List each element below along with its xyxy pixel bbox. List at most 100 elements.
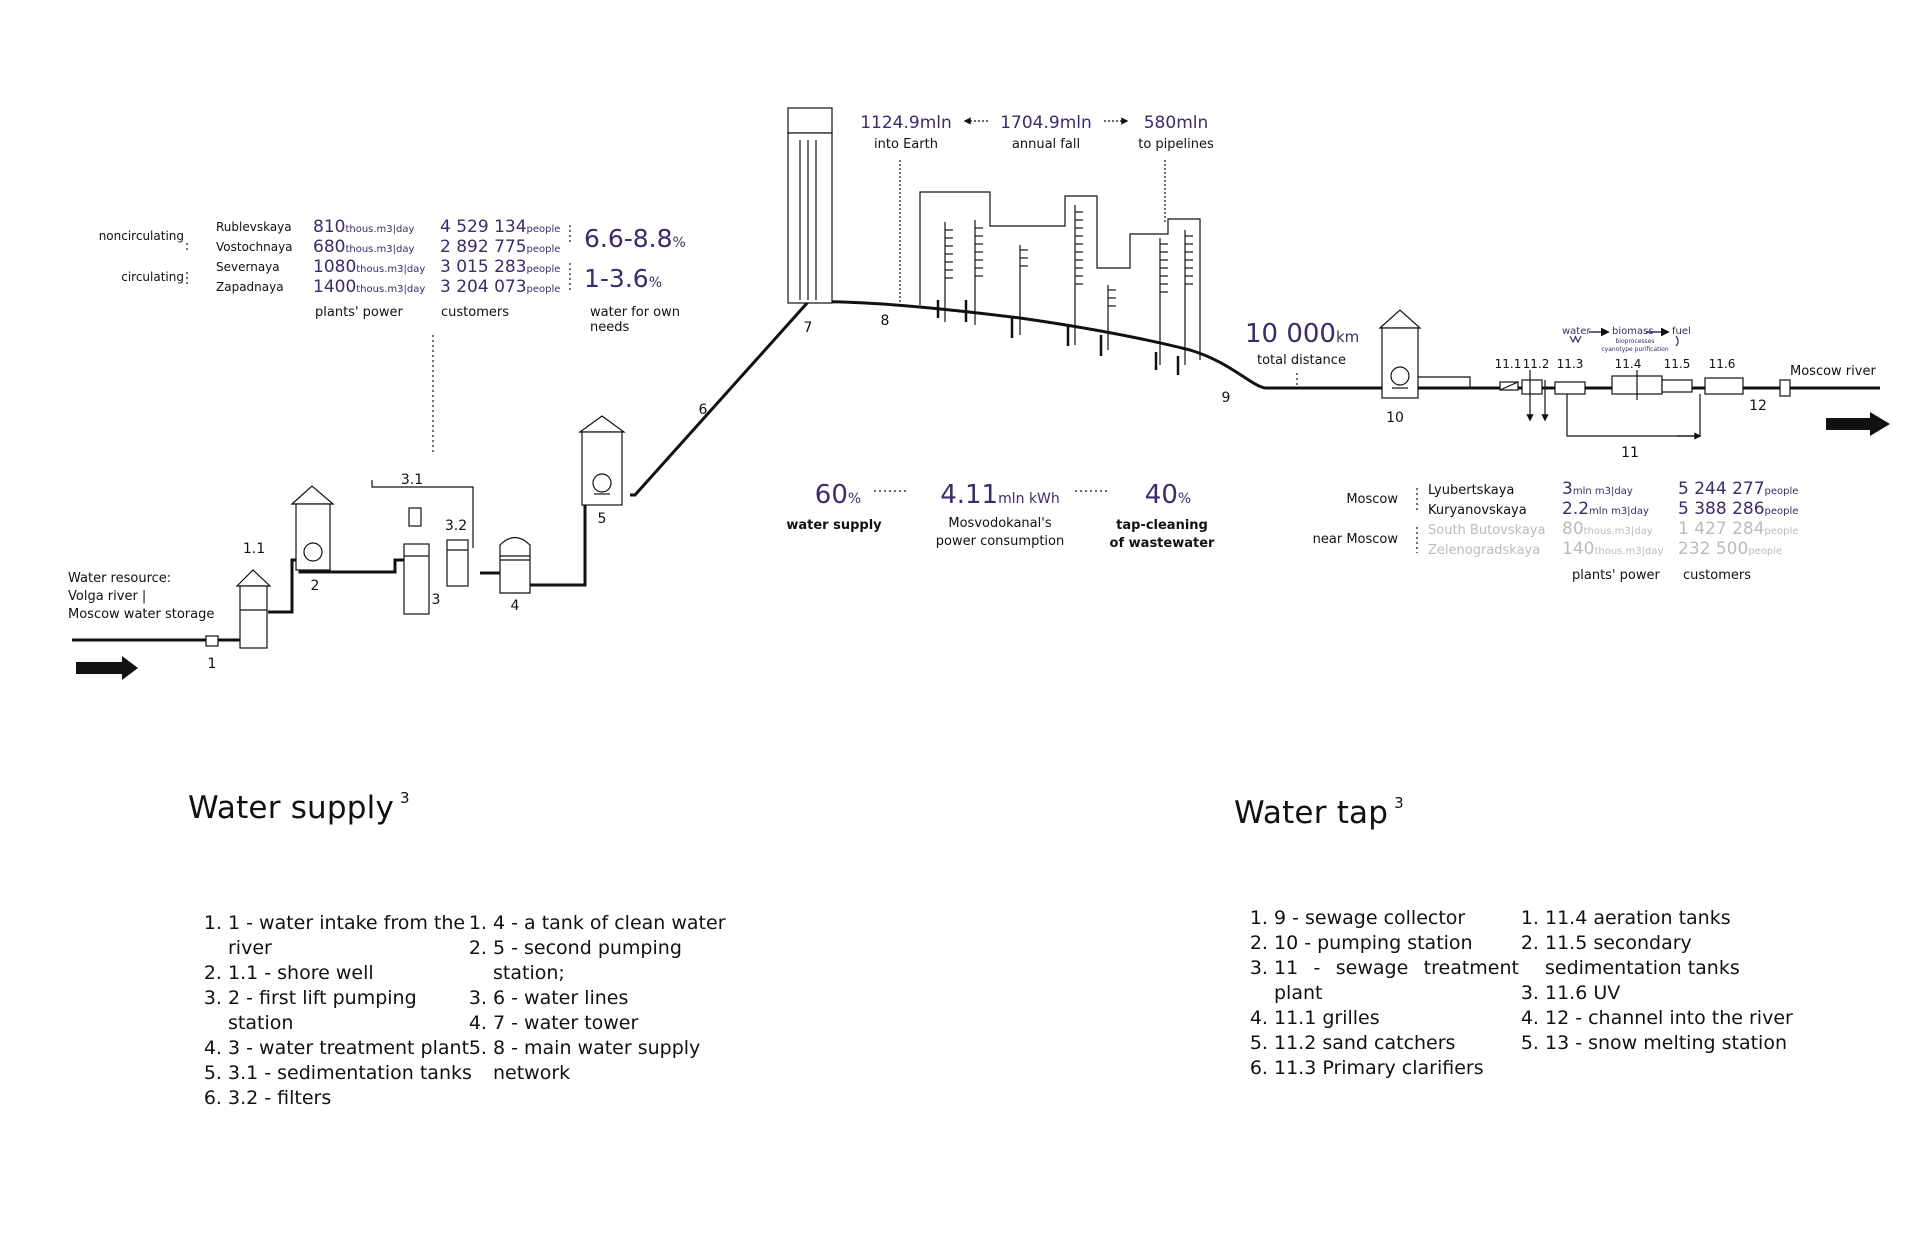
plant-power: 680thous.m3|day	[313, 237, 415, 257]
node-10: 10	[1386, 410, 1404, 426]
node-11-5: 11.5	[1664, 357, 1691, 371]
rainfall-stats: 1124.9mln into Earth 1704.9mln annual fa…	[860, 113, 1214, 152]
connector-lines	[186, 225, 1418, 553]
energy-total-label: power consumption	[936, 534, 1064, 549]
water-supply-legend-col2: 4 - a tank of clean water 5 - second pum…	[453, 911, 743, 1086]
energy-tap-value: 40%	[1145, 480, 1191, 510]
into-earth-label: into Earth	[874, 137, 938, 152]
plant-name: Rublevskaya	[216, 220, 292, 234]
bio-sub: bioprocesses	[1615, 338, 1654, 345]
bio-biomass: biomass	[1612, 326, 1654, 337]
node-11-1: 11.1	[1495, 357, 1522, 371]
energy-tap-label: tap-cleaning	[1116, 518, 1208, 533]
legend-item: 11 - sewage treatment plant	[1274, 956, 1519, 1006]
tap-plant-power: 80thous.m3|day	[1562, 519, 1653, 539]
annual-fall-value: 1704.9mln	[1000, 113, 1092, 133]
label-customers: customers	[441, 305, 509, 320]
legend-item: 11.6 UV	[1545, 981, 1805, 1006]
group-noncirculating: noncirculating	[99, 229, 184, 243]
biomass-labels: water biomass fuel bioprocesses cyanotyp…	[1562, 326, 1691, 353]
bio-fuel: fuel	[1672, 326, 1691, 337]
legend-item: 11.3 Primary clarifiers	[1274, 1056, 1519, 1081]
node-11-3: 11.3	[1557, 357, 1584, 371]
legend-item: 11.2 sand catchers	[1274, 1031, 1519, 1056]
tap-plant-name: Kuryanovskaya	[1428, 503, 1527, 518]
energy-supply-label: water supply	[786, 518, 882, 533]
node-7: 7	[804, 320, 813, 336]
plant-customers: 3 204 073people	[440, 277, 560, 297]
energy-total-value: 4.11mln kWh	[940, 480, 1060, 510]
node-12: 12	[1749, 398, 1767, 414]
svg-text:Water resource:: Water resource:	[68, 571, 171, 586]
energy-supply-value: 60%	[815, 480, 861, 510]
into-earth-value: 1124.9mln	[860, 113, 952, 133]
distance-label: total distance	[1257, 353, 1346, 368]
tap-plant-name: South Butovskaya	[1428, 523, 1546, 538]
water-tap-legend-col2: 11.4 aeration tanks 11.5 secondary sedim…	[1505, 906, 1805, 1056]
legend-item: 11.4 aeration tanks	[1545, 906, 1805, 931]
plant-customers: 4 529 134people	[440, 217, 560, 237]
energy-tap-label: of wastewater	[1110, 536, 1215, 551]
water-tap-legend-col1: 9 - sewage collector 10 - pumping statio…	[1234, 906, 1519, 1081]
energy-total-label: Mosvodokanal's	[948, 516, 1051, 531]
city-skyline	[919, 191, 1201, 365]
label-tap-customers: customers	[1683, 568, 1751, 583]
own-needs-value: 6.6-8.8%	[584, 224, 686, 253]
distance-value: 10 000km	[1245, 319, 1359, 349]
tap-plant-name: Lyubertskaya	[1428, 483, 1514, 498]
legend-item: 11.5 secondary sedimentation tanks	[1545, 931, 1805, 981]
annual-fall-label: annual fall	[1012, 137, 1080, 152]
svg-text:Moscow water storage: Moscow water storage	[68, 607, 214, 622]
tap-plant-power: 3mln m3|day	[1562, 479, 1633, 499]
node-11-4: 11.4	[1615, 357, 1642, 371]
legend-item: 6 - water lines	[493, 986, 743, 1011]
node-1: 1	[208, 656, 217, 672]
legend-item: 8 - main water supply network	[493, 1036, 743, 1086]
plant-customers: 3 015 283people	[440, 257, 560, 277]
plant-name: Severnaya	[216, 260, 280, 274]
water-supply-legend-col1: 1 - water intake from the river 1.1 - sh…	[188, 911, 478, 1111]
legend-item: 1.1 - shore well	[228, 961, 478, 986]
legend-item: 3.1 - sedimentation tanks	[228, 1061, 478, 1086]
bio-water: water	[1562, 326, 1591, 337]
node-11: 11	[1621, 445, 1639, 461]
to-pipelines-value: 580mln	[1144, 113, 1209, 133]
legend-item: 13 - snow melting station	[1545, 1031, 1805, 1056]
tap-plant-customers: 5 388 286people	[1678, 499, 1798, 519]
biomass-flow	[1569, 327, 1679, 347]
legend-item: 3.2 - filters	[228, 1086, 478, 1111]
legend-item: 5 - second pumping station;	[493, 936, 743, 986]
tap-plant-customers: 232 500people	[1678, 539, 1782, 559]
plant-power: 1080thous.m3|day	[313, 257, 425, 277]
label-tap-plants-power: plants' power	[1572, 568, 1660, 583]
to-pipelines-label: to pipelines	[1138, 137, 1214, 152]
legend-item: 9 - sewage collector	[1274, 906, 1519, 931]
svg-text:Volga river |: Volga river |	[68, 589, 146, 604]
node-3-2: 3.2	[445, 518, 467, 534]
right-facilities	[1378, 309, 1791, 440]
group-near-moscow: near Moscow	[1313, 532, 1399, 547]
legend-item: 4 - a tank of clean water	[493, 911, 743, 936]
group-moscow: Moscow	[1346, 492, 1398, 507]
plant-name: Zapadnaya	[216, 280, 284, 294]
node-9: 9	[1222, 390, 1231, 406]
legend-item: 12 - channel into the river	[1545, 1006, 1805, 1031]
left-facilities	[205, 107, 833, 649]
flow-arrows	[76, 412, 1890, 680]
node-6: 6	[699, 402, 708, 418]
distance-stat: 10 000km total distance	[1245, 319, 1359, 368]
legend-item: 3 - water treatment plant	[228, 1036, 478, 1061]
source-label: Water resource: Volga river | Moscow wat…	[68, 571, 214, 622]
energy-stats: 60% water supply 4.11mln kWh Mosvodokana…	[786, 480, 1215, 551]
plant-power: 810thous.m3|day	[313, 217, 415, 237]
plant-name: Vostochnaya	[216, 240, 293, 254]
node-5: 5	[598, 511, 607, 527]
node-11-2: 11.2	[1523, 357, 1550, 371]
tap-plant-customers: 1 427 284people	[1678, 519, 1798, 539]
node-8: 8	[881, 313, 890, 329]
plant-customers: 2 892 775people	[440, 237, 560, 257]
node-11-6: 11.6	[1709, 357, 1736, 371]
node-labels: 1 1.1 2 3 3.1 3.2 4 5 6 7 8 9 10 11 11.1…	[208, 313, 1767, 672]
